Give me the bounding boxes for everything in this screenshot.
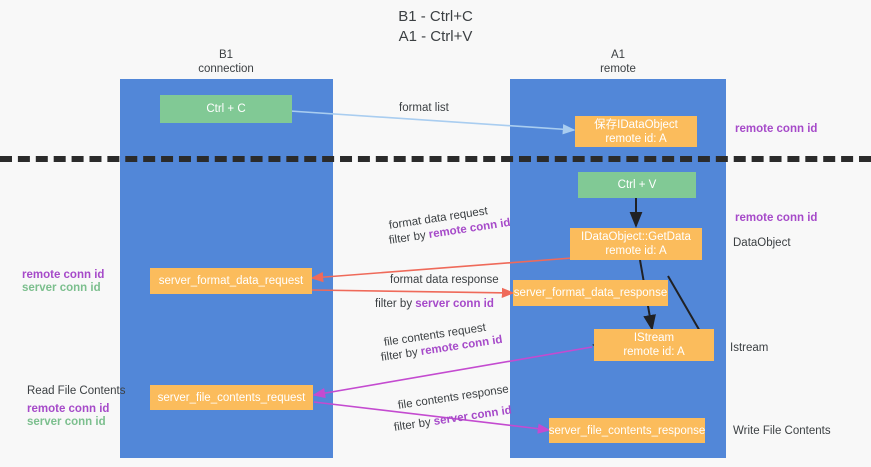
node-server-format-data-request[interactable]: server_format_data_request bbox=[150, 268, 312, 294]
side-label-remote-conn-id-mid: remote conn id bbox=[735, 212, 818, 224]
node-server-file-contents-request[interactable]: server_file_contents_request bbox=[150, 385, 313, 410]
edge-label-format-data-response: format data response bbox=[390, 274, 499, 286]
node-ctrl-c[interactable]: Ctrl + C bbox=[160, 95, 292, 123]
edge-label-format-list: format list bbox=[399, 102, 449, 114]
side-label-left-server-conn-id-bottom: server conn id bbox=[27, 416, 106, 428]
edge-label-format-data-response-filter: filter by server conn id bbox=[375, 297, 494, 312]
side-label-left-remote-conn-id-mid: remote conn id bbox=[22, 269, 105, 281]
node-save-idataobject[interactable]: 保存IDataObject remote id: A bbox=[575, 116, 697, 147]
title-line-2: A1 - Ctrl+V bbox=[398, 28, 473, 45]
node-save-idataobject-line1: 保存IDataObject bbox=[594, 118, 678, 131]
side-label-write-file-contents: Write File Contents bbox=[733, 425, 831, 437]
node-ctrl-c-label: Ctrl + C bbox=[206, 103, 246, 115]
node-istream[interactable]: IStream remote id: A bbox=[594, 329, 714, 361]
node-ctrl-v[interactable]: Ctrl + V bbox=[578, 172, 696, 198]
node-istream-line1: IStream bbox=[633, 332, 675, 344]
page-title: B1 - Ctrl+C A1 - Ctrl+V bbox=[0, 7, 871, 47]
column-header-b1: B1 connection bbox=[126, 48, 326, 76]
node-server-format-data-response[interactable]: server_format_data_response bbox=[513, 280, 668, 306]
node-server-file-contents-request-label: server_file_contents_request bbox=[157, 391, 306, 404]
column-header-b1-role: connection bbox=[198, 63, 254, 75]
node-server-format-data-request-label: server_format_data_request bbox=[158, 275, 304, 287]
filter-prefix-2: filter by bbox=[375, 298, 416, 310]
connector-format-data-response bbox=[311, 287, 515, 298]
node-getdata-line1: IDataObject::GetData bbox=[581, 231, 691, 243]
side-label-dataobject: DataObject bbox=[733, 237, 791, 249]
node-server-file-contents-response[interactable]: server_file_contents_response bbox=[549, 418, 705, 443]
column-header-a1: A1 remote bbox=[518, 48, 718, 76]
side-label-istream: Istream bbox=[730, 342, 769, 354]
side-label-left-remote-conn-id-bottom: remote conn id bbox=[27, 403, 110, 415]
node-save-idataobject-line2: remote id: A bbox=[605, 132, 667, 145]
side-label-remote-conn-id-top: remote conn id bbox=[735, 123, 818, 135]
node-server-format-data-response-label: server_format_data_response bbox=[513, 287, 668, 299]
side-label-read-file-contents: Read File Contents bbox=[27, 385, 126, 397]
section-divider bbox=[0, 156, 871, 162]
node-istream-line2: remote id: A bbox=[623, 346, 685, 358]
node-server-file-contents-response-label: server_file_contents_response bbox=[548, 424, 706, 437]
column-header-a1-name: A1 bbox=[610, 49, 626, 61]
filter-key-server-conn-id-1: server conn id bbox=[415, 298, 494, 310]
filter-prefix-4: filter by bbox=[393, 416, 435, 434]
node-idataobject-getdata[interactable]: IDataObject::GetData remote id: A bbox=[570, 228, 702, 260]
filter-key-server-conn-id-2: server conn id bbox=[432, 404, 513, 428]
node-getdata-line2: remote id: A bbox=[605, 245, 667, 257]
column-header-a1-role: remote bbox=[600, 63, 636, 75]
column-header-b1-name: B1 bbox=[218, 49, 234, 61]
side-label-left-server-conn-id-mid: server conn id bbox=[22, 282, 101, 294]
title-line-1: B1 - Ctrl+C bbox=[398, 8, 473, 25]
node-ctrl-v-label: Ctrl + V bbox=[617, 179, 657, 191]
